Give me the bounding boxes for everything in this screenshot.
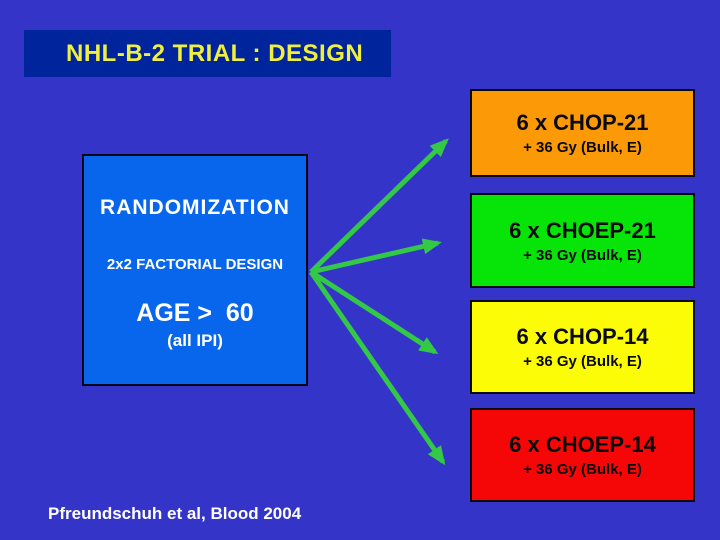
arm-detail: + 36 Gy (Bulk, E) [523,353,642,370]
arm-box-choep14: 6 x CHOEP-14 + 36 Gy (Bulk, E) [470,408,695,502]
arm-box-choep21: 6 x CHOEP-21 + 36 Gy (Bulk, E) [470,193,695,288]
factorial-design-label: 2x2 FACTORIAL DESIGN [106,256,284,273]
arm-name: 6 x CHOP-21 [516,110,649,135]
arrow-to-choep21 [310,238,442,275]
arm-detail: + 36 Gy (Bulk, E) [523,461,642,478]
slide-title: NHL-B-2 TRIAL : DESIGN [66,39,364,67]
randomization-label: RANDOMIZATION [100,196,290,219]
age-criterion-label: AGE > 60 [136,299,254,327]
arm-box-chop14: 6 x CHOP-14 + 36 Gy (Bulk, E) [470,300,695,394]
arm-name: 6 x CHOEP-21 [509,217,656,243]
arm-name: 6 x CHOP-14 [516,324,649,349]
title-bar: NHL-B-2 TRIAL : DESIGN [24,30,391,77]
arm-name: 6 x CHOEP-14 [509,432,656,457]
arrow-to-chop14 [309,269,439,355]
randomization-box: RANDOMIZATION 2x2 FACTORIAL DESIGN AGE >… [82,154,308,386]
arrow-to-chop21 [309,138,449,274]
ipi-criterion-label: (all IPI) [167,331,223,350]
arm-box-chop21: 6 x CHOP-21 + 36 Gy (Bulk, E) [470,89,695,177]
arm-detail: + 36 Gy (Bulk, E) [523,246,642,264]
arm-detail: + 36 Gy (Bulk, E) [523,139,642,156]
citation: Pfreundschuh et al, Blood 2004 [48,504,302,523]
arrow-to-choep14 [308,270,446,466]
